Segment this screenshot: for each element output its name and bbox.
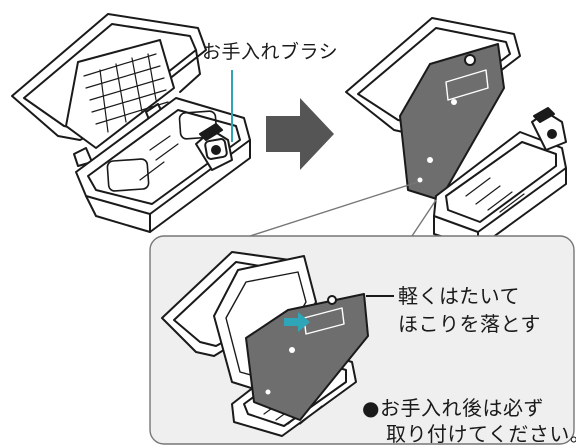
step3-filter-tapping — [161, 251, 369, 437]
step1-dustbox-open — [11, 13, 251, 233]
brush-label: お手入れブラシ — [202, 41, 339, 63]
reattach-note-line-2: 取り付けてください。 — [386, 422, 576, 446]
reattach-note-line-1: ●お手入れ後は必ず — [362, 396, 544, 420]
step2-dustbox-filter — [345, 17, 567, 249]
zoom-connector-right — [411, 199, 437, 237]
transition-arrow-icon — [266, 98, 334, 170]
zoom-connector-left — [249, 181, 419, 237]
tap-instruction-line-1: 軽くはたいて — [398, 284, 520, 308]
tap-instruction-line-2: ほこりを落とす — [398, 312, 541, 336]
tap-motion-arrow-icon — [284, 312, 310, 332]
